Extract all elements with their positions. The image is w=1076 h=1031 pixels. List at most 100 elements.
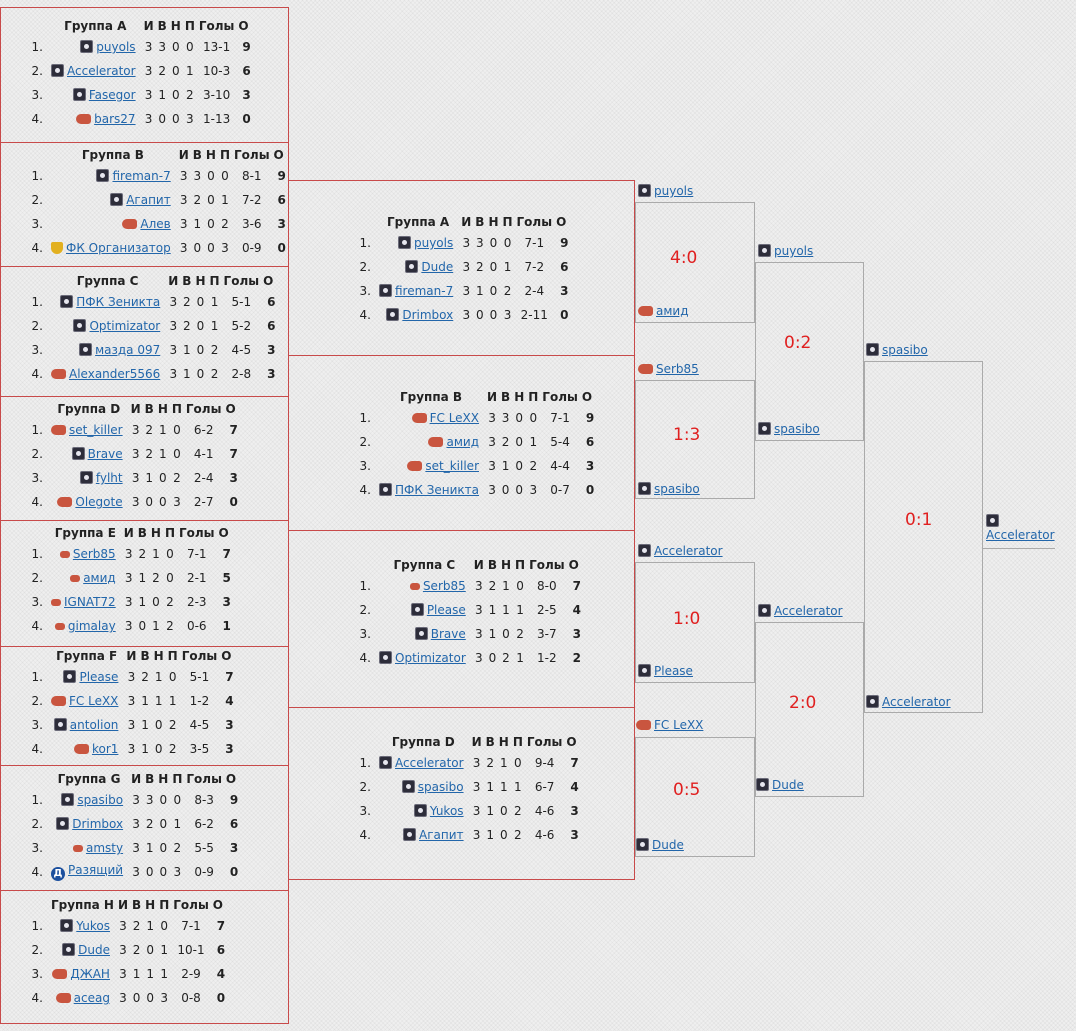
team-cell: Dude [49,938,116,962]
position: 2. [31,193,43,207]
goals-header: Голы [223,274,260,288]
won: 1 [138,571,147,585]
team-link[interactable]: Dude [421,260,454,274]
team-link[interactable]: puyols [96,40,136,54]
team-link[interactable]: Dude [772,778,804,792]
goals-header: Голы [516,215,553,229]
match-score: 2:0 [789,693,817,713]
team-link[interactable]: fireman-7 [112,169,171,183]
team-link[interactable]: Olegote [75,495,123,509]
team-link[interactable]: Serb85 [656,362,699,376]
team-link[interactable]: Please [79,670,119,684]
team-link[interactable]: Brave [87,447,123,461]
team-link[interactable]: амид [83,571,116,585]
group-table: Группа H И В Н П Голы О 1. Yukos 3 2 1 0… [0,890,289,1024]
team-link[interactable]: амид [446,435,479,449]
team-cell: aceag [49,986,116,1010]
team-link[interactable]: Accelerator [882,695,951,709]
team-link[interactable]: Optimizator [395,651,466,665]
team-cell: kor1 [49,737,124,761]
team-link[interactable]: FC LeXX [654,718,704,732]
team-link[interactable]: FC LeXX [429,411,479,425]
team-link[interactable]: Please [426,603,466,617]
team-link[interactable]: Разящий [68,863,124,877]
team-link[interactable]: Dude [78,943,110,957]
points: 2 [572,651,581,665]
team-link[interactable]: Агапит [419,828,464,842]
team-link[interactable]: fireman-7 [395,284,454,298]
team-link[interactable]: antolion [69,718,119,732]
team-link[interactable]: set_killer [69,423,123,437]
team-link[interactable]: Brave [430,627,466,641]
team-link[interactable]: Drimbox [402,308,454,322]
team-link[interactable]: aceag [73,991,110,1005]
drawn: 0 [146,991,155,1005]
goals: 7-2 [524,260,545,274]
position: 1. [359,579,371,593]
team-link[interactable]: ПФК Зеникта [395,483,479,497]
club-badge-icon [53,718,67,731]
team-link[interactable]: ДЖАН [70,967,110,981]
table-row: 4. aceag 3 0 0 3 0-8 0 [11,986,227,1010]
goals: 8-3 [194,793,214,807]
played: 3 [119,943,127,957]
won: 3 [158,40,166,54]
team-link[interactable]: Please [654,664,693,678]
team-link[interactable]: IGNAT72 [64,595,116,609]
bracket-team: spasibo [638,482,700,496]
played: 3 [127,670,136,684]
goals: 2-5 [537,603,557,617]
position: 3. [31,841,43,855]
team-link[interactable]: Accelerator [774,604,843,618]
team-link[interactable]: Drimbox [72,817,124,831]
team-link[interactable]: Accelerator [67,64,136,78]
group-name: Группа F [56,649,118,663]
team-link[interactable]: Алев [140,217,171,231]
team-link[interactable]: мазда 097 [95,343,161,357]
table-row: 4. Drimbox 3 0 0 3 2-11 0 [339,303,570,327]
goals-header: Голы [198,19,235,33]
team-link[interactable]: bars27 [94,112,136,126]
team-link[interactable]: spasibo [417,780,464,794]
team-cell: Fasegor [49,83,142,107]
drawn: 0 [207,241,215,255]
fist-icon [638,306,653,316]
table-row: 1. puyols 3 3 0 0 13-1 9 [11,35,253,59]
team-link[interactable]: spasibo [774,422,820,436]
team-link[interactable]: puyols [654,184,694,198]
team-link[interactable]: fylht [95,471,123,485]
team-link[interactable]: Агапит [126,193,171,207]
lost: 0 [503,236,512,250]
team-link[interactable]: spasibo [654,482,700,496]
team-link[interactable]: амид [656,304,689,318]
team-link[interactable]: Serb85 [72,547,116,561]
team-cell: Агапит [377,823,470,847]
team-link[interactable]: spasibo [882,343,928,357]
team-link[interactable]: puyols [774,244,814,258]
team-link[interactable]: Accelerator [654,544,723,558]
team-link[interactable]: gimalay [67,619,116,633]
team-link[interactable]: Yukos [429,804,464,818]
team-link[interactable]: kor1 [91,742,119,756]
points: 5 [222,571,231,585]
team-link[interactable]: spasibo [77,793,124,807]
team-link[interactable]: Optimizator [89,319,161,333]
team-link[interactable]: amsty [85,841,124,855]
team-link[interactable]: Alexander5566 [69,367,161,381]
team-link[interactable]: Dude [652,838,684,852]
team-link[interactable]: puyols [413,236,454,250]
team-link[interactable]: FC LeXX [69,694,119,708]
team-link[interactable]: Accelerator [395,756,464,770]
points: 0 [229,495,238,509]
team-link[interactable]: ФК Организатор [66,241,171,255]
team-link[interactable]: Serb85 [422,579,466,593]
team-link[interactable]: Fasegor [88,88,136,102]
played: 3 [472,780,481,794]
lost: 2 [173,471,181,485]
team-link[interactable]: Accelerator [986,528,1055,542]
team-link[interactable]: Yukos [76,919,110,933]
lost: 1 [160,943,169,957]
team-link[interactable]: set_killer [425,459,479,473]
team-link[interactable]: ПФК Зеникта [76,295,161,309]
lost: 1 [221,193,229,207]
